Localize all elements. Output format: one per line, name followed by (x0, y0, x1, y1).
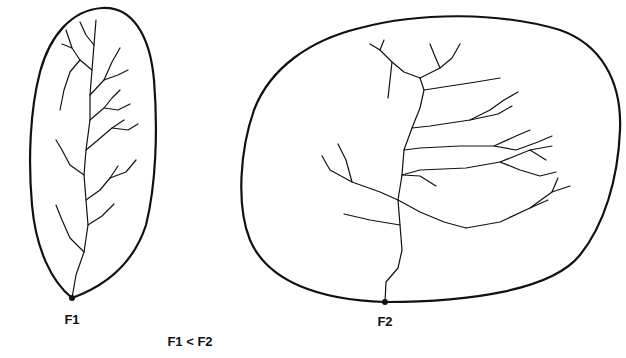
basin-outline (241, 16, 620, 302)
basin-outline (30, 8, 156, 298)
outlet-point (69, 295, 75, 301)
stream-network (322, 40, 570, 302)
stream-network (56, 20, 138, 298)
outlet-label: F2 (377, 314, 392, 329)
comparison-note: F1 < F2 (167, 334, 212, 349)
outlet-point (382, 299, 388, 305)
outlet-label: F1 (64, 312, 79, 327)
